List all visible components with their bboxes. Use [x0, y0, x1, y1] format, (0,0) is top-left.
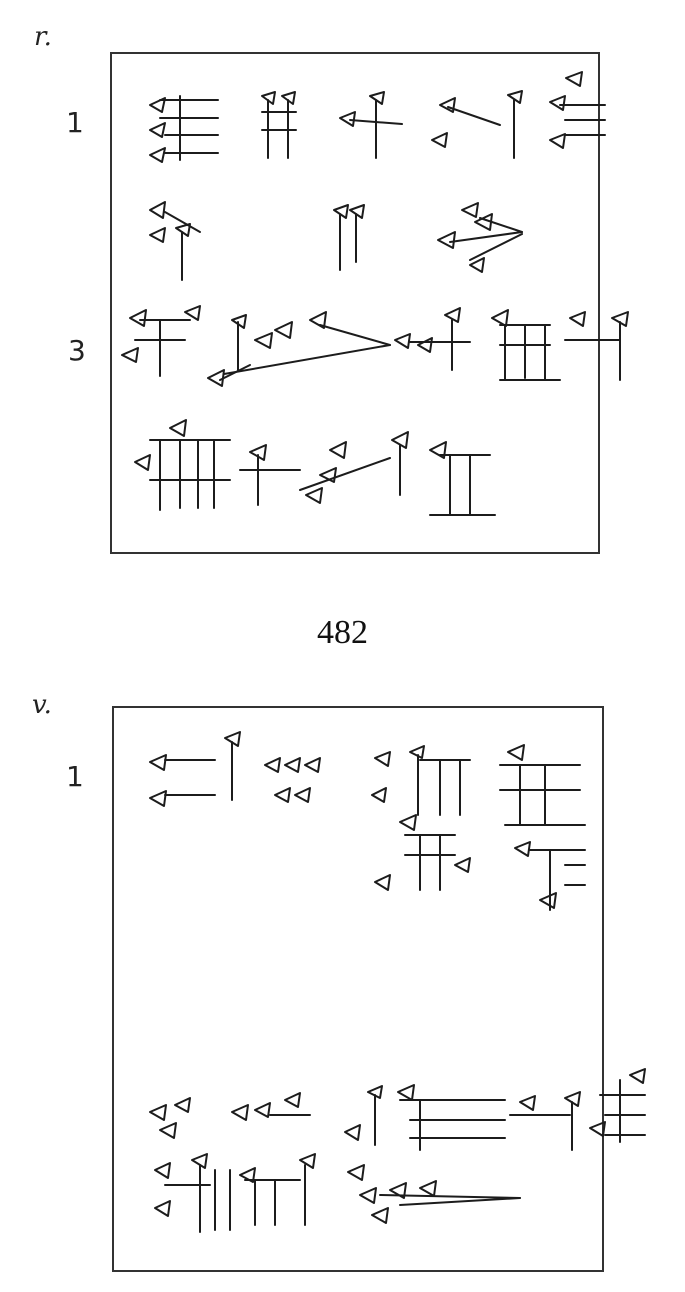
obverse-line-number-3: 3 — [68, 334, 86, 367]
reverse-side-label: v. — [32, 690, 52, 720]
obverse-panel — [110, 52, 600, 554]
text-number: 482 — [317, 614, 368, 651]
obverse-side-label: r. — [34, 22, 52, 52]
reverse-line-number-1: 1 — [66, 760, 84, 793]
obverse-line-number-1: 1 — [66, 106, 84, 139]
reverse-panel — [112, 706, 604, 1272]
